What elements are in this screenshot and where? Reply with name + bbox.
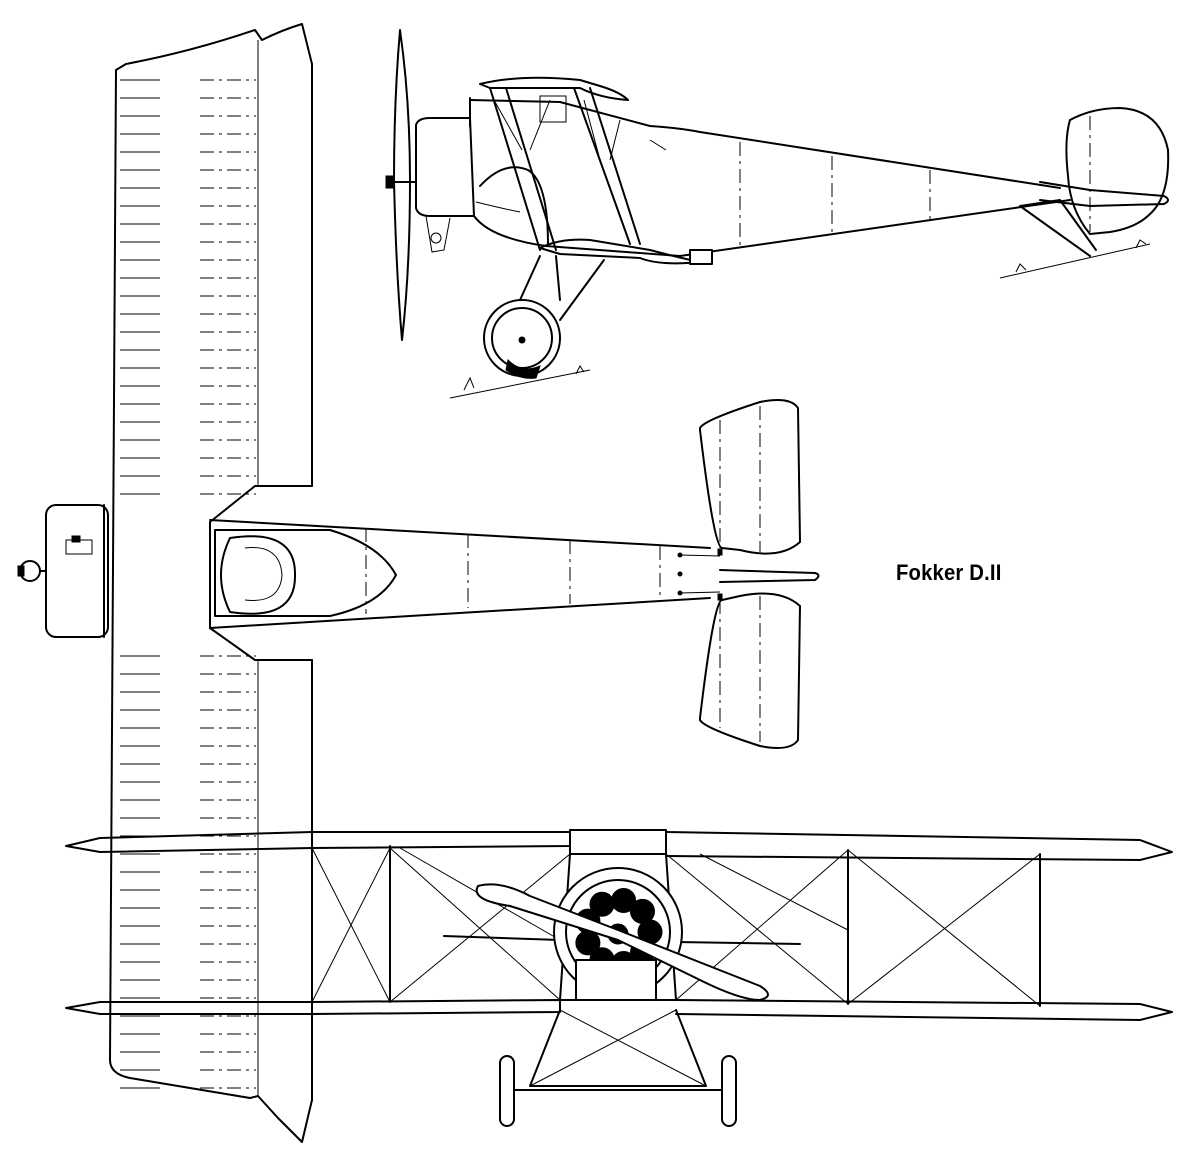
top-view-fuselage <box>17 504 820 638</box>
engine-cylinder <box>589 891 615 917</box>
engine-cylinder <box>611 888 637 913</box>
side-view <box>385 29 1170 399</box>
top-view-tailplane <box>699 399 801 749</box>
page-title: Fokker D.II <box>896 560 1002 585</box>
front-view <box>65 829 1173 1127</box>
engine-cylinder <box>630 898 655 924</box>
engine-cylinder <box>575 930 601 956</box>
top-view-upper-wing <box>109 23 313 1143</box>
